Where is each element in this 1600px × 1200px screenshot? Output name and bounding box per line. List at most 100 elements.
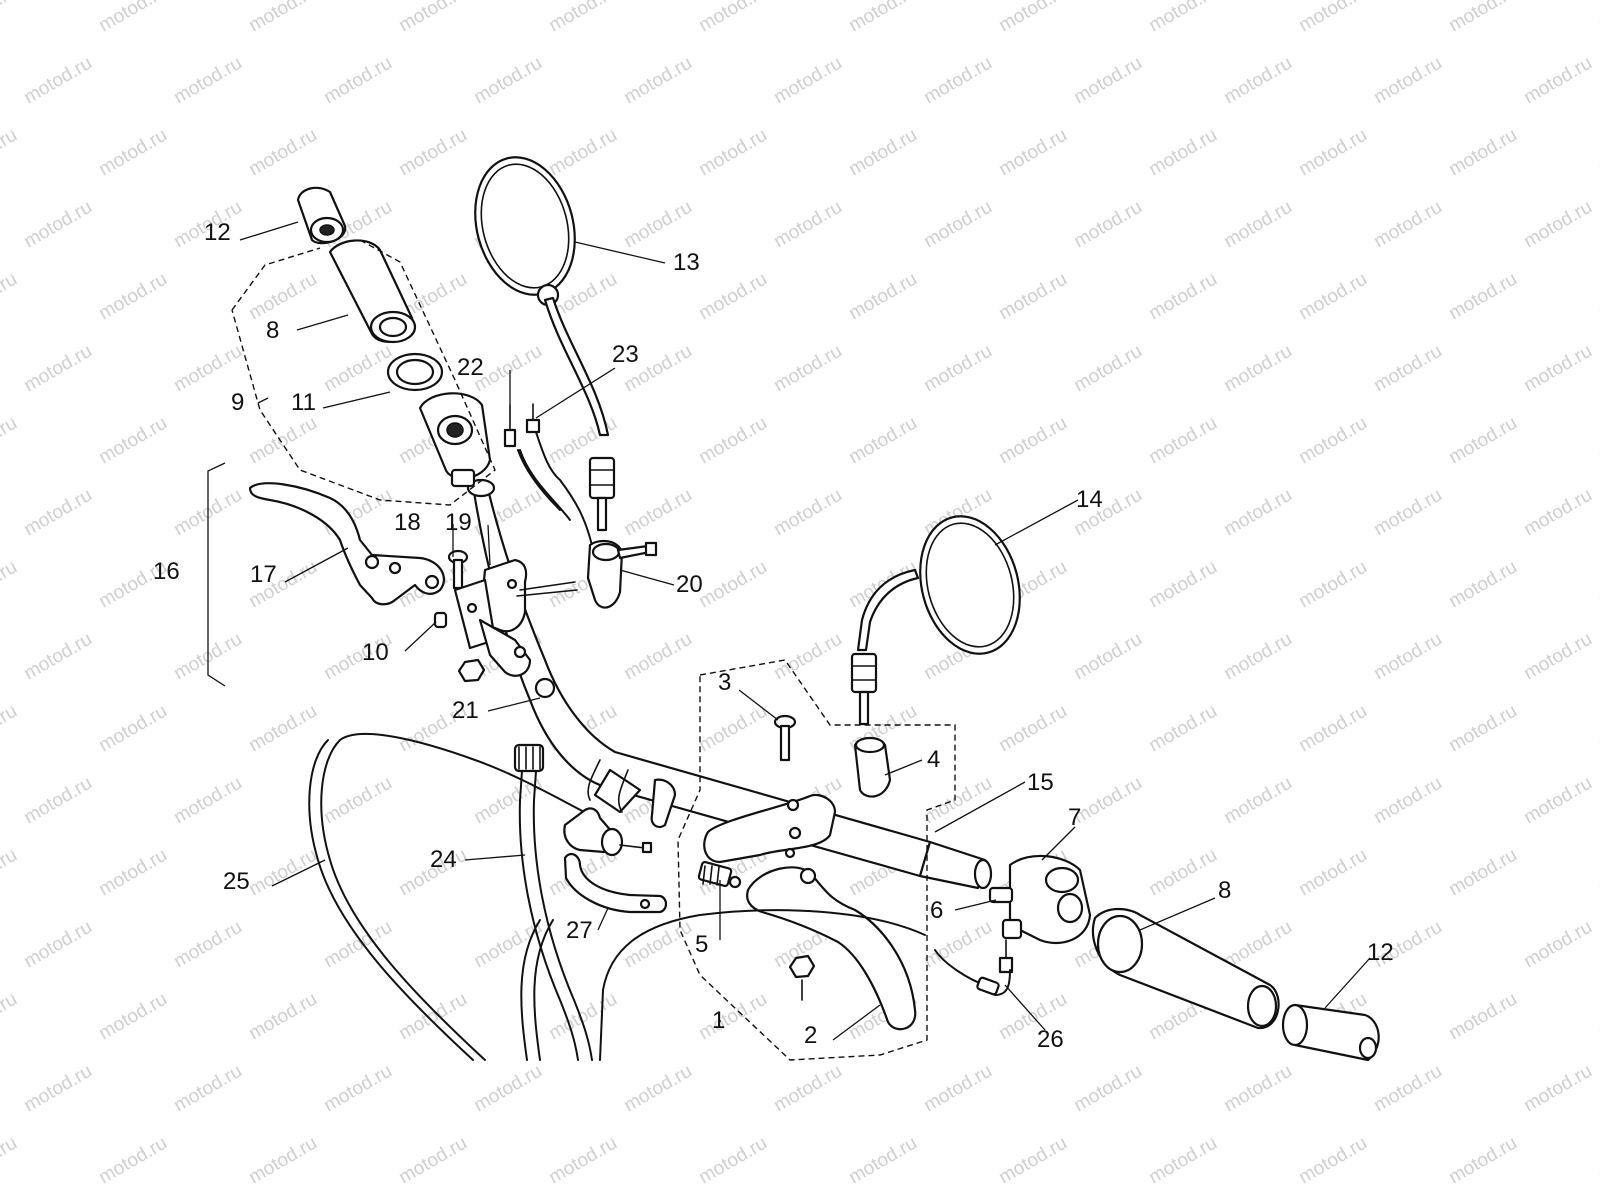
watermark-text: motod.ru (1295, 413, 1370, 469)
watermark-text: motod.ru (1520, 629, 1595, 685)
watermark-text: motod.ru (95, 989, 170, 1045)
left-lever-17 (248, 482, 445, 606)
callout-20: 20 (676, 571, 703, 598)
watermark-text: motod.ru (695, 557, 770, 613)
watermark-text: motod.ru (1370, 53, 1445, 109)
mirror-clamp-20 (586, 539, 658, 609)
watermark-text: motod.ru (1520, 1061, 1595, 1117)
watermark-text: motod.ru (20, 197, 95, 253)
callout-23: 23 (612, 341, 639, 368)
callout-19: 19 (445, 509, 472, 536)
callout-3: 3 (718, 669, 731, 696)
nut-2-area (788, 954, 816, 1001)
callout-13: 13 (673, 249, 700, 276)
callout-1: 1 (712, 1007, 725, 1034)
watermark-text: motod.ru (320, 341, 395, 397)
group-outline-1 (677, 659, 956, 1061)
master-cylinder-19 (453, 558, 578, 677)
callout-5: 5 (695, 931, 708, 958)
watermark-text: motod.ru (920, 917, 995, 973)
watermark-text: motod.ru (1070, 1061, 1145, 1117)
right-mirror-14 (850, 515, 1021, 726)
watermark-text: motod.ru (320, 53, 395, 109)
callout-18: 18 (394, 509, 421, 536)
clutch-lever-2 (746, 866, 917, 1031)
watermark-text: motod.ru (1220, 629, 1295, 685)
watermark-text: motod.ru (0, 1133, 21, 1189)
callout-10: 10 (362, 639, 389, 666)
callout-11: 11 (291, 389, 316, 416)
callout-25: 25 (223, 868, 250, 895)
watermark-text: motod.ru (0, 989, 21, 1045)
clutch-cable (520, 909, 926, 1061)
watermark-text: motod.ru (1595, 0, 1600, 36)
left-grip-8 (328, 239, 417, 344)
watermark-text: motod.ru (1145, 413, 1220, 469)
watermark-text: motod.ru (1220, 773, 1295, 829)
watermark-text: motod.ru (0, 557, 21, 613)
bracket-16 (207, 462, 226, 687)
watermark-text: motod.ru (470, 1061, 545, 1117)
watermark-text: motod.ru (1370, 341, 1445, 397)
watermark-text: motod.ru (620, 1061, 695, 1117)
screw-22 (503, 404, 561, 511)
watermark-text: motod.ru (20, 629, 95, 685)
watermark-text: motod.ru (845, 413, 920, 469)
watermark-text: motod.ru (1520, 197, 1595, 253)
watermark-text: motod.ru (245, 701, 320, 757)
watermark-text: motod.ru (620, 917, 695, 973)
watermark-text: motod.ru (695, 413, 770, 469)
watermark-text: motod.ru (695, 0, 770, 36)
watermark-text: motod.ru (1145, 125, 1220, 181)
watermark-text: motod.ru (1370, 197, 1445, 253)
watermark-text: motod.ru (95, 269, 170, 325)
screw-23 (519, 403, 596, 561)
watermark-text: motod.ru (1370, 773, 1445, 829)
watermark-text: motod.ru (20, 917, 95, 973)
watermark-text: motod.ru (1370, 1061, 1445, 1117)
watermark-text: motod.ru (545, 1133, 620, 1189)
watermark-text: motod.ru (245, 0, 320, 36)
watermark-text: motod.ru (1295, 269, 1370, 325)
watermark-text: motod.ru (1070, 773, 1145, 829)
watermark-text: motod.ru (395, 1133, 470, 1189)
leader-lines (239, 221, 1371, 1041)
watermark-text: motod.ru (395, 0, 470, 36)
watermark-text: motod.ru (1295, 701, 1370, 757)
watermark-text: motod.ru (1295, 125, 1370, 181)
callout-labels: 12 8 9 11 22 23 13 18 19 16 17 20 10 21 … (153, 219, 1394, 1053)
watermark-text: motod.ru (1595, 845, 1600, 901)
watermark-text: motod.ru (20, 53, 95, 109)
watermark-text: motod.ru (95, 413, 170, 469)
right-grip-8 (1091, 907, 1280, 1030)
watermark-text: motod.ru (695, 1133, 770, 1189)
right-switch-7 (988, 854, 1092, 945)
watermark-text: motod.ru (1520, 53, 1595, 109)
watermark-text: motod.ru (1520, 917, 1595, 973)
watermark-text: motod.ru (20, 341, 95, 397)
watermark-text: motod.ru (245, 125, 320, 181)
watermark-text: motod.ru (1595, 701, 1600, 757)
callout-8-left: 8 (266, 317, 279, 344)
watermark-text: motod.ru (845, 0, 920, 36)
watermark-text: motod.ru (695, 701, 770, 757)
watermark-text: motod.ru (695, 989, 770, 1045)
watermark-text: motod.ru (1595, 413, 1600, 469)
watermark-text: motod.ru (620, 485, 695, 541)
callout-21: 21 (452, 697, 479, 724)
watermark-text: motod.ru (1445, 1133, 1520, 1189)
watermark-text: motod.ru (995, 1133, 1070, 1189)
watermark-text: motod.ru (0, 0, 21, 36)
watermark-text: motod.ru (0, 845, 21, 901)
watermark-text: motod.ru (1445, 557, 1520, 613)
watermark-text: motod.ru (470, 53, 545, 109)
watermark-text: motod.ru (1445, 413, 1520, 469)
watermark-text: motod.ru (1145, 269, 1220, 325)
watermark-text: motod.ru (1145, 0, 1220, 36)
callout-24: 24 (430, 846, 457, 873)
watermark-text: motod.ru (620, 53, 695, 109)
cable-26 (934, 949, 1011, 997)
callout-2: 2 (804, 1022, 817, 1049)
callout-14: 14 (1076, 486, 1103, 513)
